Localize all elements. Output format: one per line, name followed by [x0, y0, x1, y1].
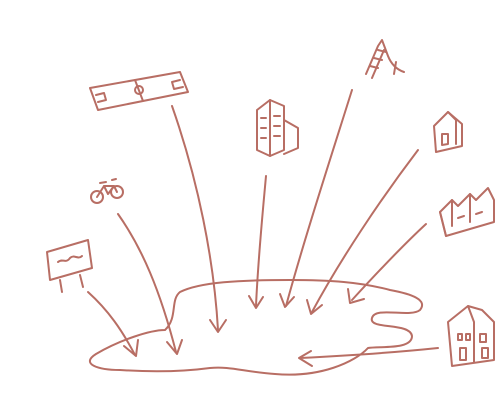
- arrow-office-building: [256, 176, 266, 306]
- townhouse-icon: [448, 306, 494, 366]
- factory-icon: [440, 188, 494, 236]
- bicycle-icon: [91, 179, 123, 203]
- arrow-townhouse: [300, 348, 438, 358]
- arrow-factory: [352, 224, 426, 300]
- billboard-icon: [47, 240, 92, 292]
- soccer-field-icon: [90, 72, 188, 110]
- slide-icon: [366, 40, 404, 78]
- arrow-soccer-field: [172, 106, 218, 330]
- house-icon: [434, 112, 462, 152]
- arrow-bicycle: [118, 214, 176, 352]
- arrow-slide: [286, 90, 352, 306]
- arrow-house: [312, 150, 418, 312]
- office-building-icon: [257, 100, 298, 156]
